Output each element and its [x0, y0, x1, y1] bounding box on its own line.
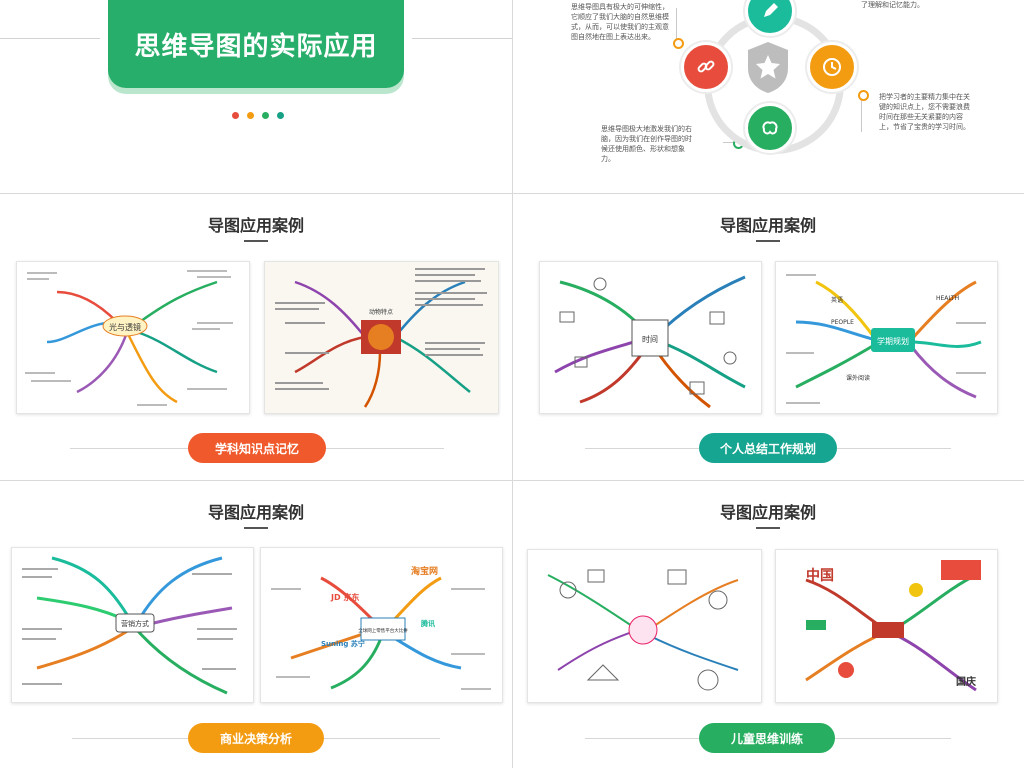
title-underline — [756, 240, 780, 242]
mindmap-image-drawing[interactable] — [527, 549, 762, 703]
brand-jd: JD 京东 — [330, 592, 359, 602]
slide-title[interactable]: 思维导图的实际应用 — [0, 0, 512, 193]
text-top-left: 思维导图具有极大的可伸缩性，它顺应了我们大脑的自然思维模式，从而，可以使我们的主… — [571, 3, 669, 41]
pencil-icon — [764, 3, 778, 17]
slide-case-children[interactable]: 导图应用案例 中国 国庆 — [513, 481, 1024, 768]
mindmap-center-label: 全球网上零售平台大比拼 — [358, 627, 408, 634]
text-top-right: 了理解和记忆能力。 — [861, 1, 924, 9]
category-button[interactable]: 个人总结工作规划 — [699, 433, 837, 463]
mindmap-center-label: 时间 — [642, 334, 658, 344]
text-bottom-left: 思维导图极大地激发我们的右脑，因为我们在创作导图的时候还使用颜色、形状和想象力。 — [601, 125, 692, 163]
mindmap-center-label: 学期规划 — [877, 336, 909, 346]
mindmap-image-time[interactable]: 时间 — [539, 261, 762, 414]
star-shield-icon — [748, 42, 788, 93]
decor-line-left — [0, 38, 100, 39]
brand-suning: Suning 苏宁 — [321, 639, 365, 648]
node-clock[interactable] — [807, 42, 857, 92]
title-underline — [244, 527, 268, 529]
connector-bottom-left — [723, 142, 737, 143]
connector-pin-right — [858, 90, 869, 101]
dot-green — [262, 112, 269, 119]
case-title: 导图应用案例 — [719, 503, 816, 522]
pill-line-right — [324, 738, 440, 739]
slide-diagram[interactable]: 思维导图具有极大的可伸缩性，它顺应了我们大脑的自然思维模式，从而，可以使我们的主… — [513, 0, 1024, 193]
pill-line-right — [835, 738, 951, 739]
section-title: 思维导图的实际应用 — [108, 0, 404, 88]
mindmap-center-label: 营销方式 — [121, 619, 149, 628]
mindmap-center-label: 动物特点 — [369, 308, 393, 316]
connector-top-left — [676, 8, 677, 42]
slide-case-planning[interactable]: 导图应用案例 时间 — [513, 194, 1024, 480]
brain-icon — [762, 121, 778, 135]
mindmap-image-optics[interactable]: 光与透镜 — [16, 261, 250, 414]
dot-teal — [277, 112, 284, 119]
mindmap-center-label: 光与透镜 — [109, 322, 141, 332]
connector-pin-top-left — [673, 38, 684, 49]
horizontal-divider-1 — [0, 193, 1024, 194]
china-label: 中国 — [806, 567, 834, 584]
pill-line-left — [585, 448, 699, 449]
pagination-dots — [232, 112, 284, 119]
link-icon — [697, 60, 715, 73]
node-link[interactable] — [681, 42, 731, 92]
case-title: 导图应用案例 — [207, 216, 304, 235]
category-button[interactable]: 商业决策分析 — [188, 723, 324, 753]
node-brain[interactable] — [745, 103, 795, 153]
title-underline — [244, 240, 268, 242]
mindmap-image-semester[interactable]: 学期规划 英语 PEOPLE HEALTH 课外阅读 — [775, 261, 998, 414]
pill-line-left — [70, 448, 188, 449]
brand-taobao: 淘宝网 — [411, 565, 438, 577]
clock-icon — [823, 58, 841, 76]
text-right: 把学习者的主要精力集中在关键的知识点上，您不需要浪费时间在那些无关紧要的内容上，… — [879, 93, 970, 131]
pill-line-right — [837, 448, 951, 449]
category-button[interactable]: 学科知识点记忆 — [188, 433, 326, 463]
title-underline — [756, 527, 780, 529]
slide-case-subject[interactable]: 导图应用案例 光与透镜 — [0, 194, 512, 480]
dot-orange — [247, 112, 254, 119]
case-title: 导图应用案例 — [207, 503, 304, 522]
mindmap-tag-english: 英语 — [831, 296, 843, 304]
mindmap-tag-health: HEALTH — [936, 295, 959, 302]
slide-case-business[interactable]: 导图应用案例 营销方式 — [0, 481, 512, 768]
mindmap-image-animals[interactable]: 动物特点 — [264, 261, 499, 414]
connector-right — [861, 92, 862, 132]
category-button[interactable]: 儿童思维训练 — [699, 723, 835, 753]
horizontal-divider-2 — [0, 480, 1024, 481]
pill-line-left — [72, 738, 188, 739]
dot-red — [232, 112, 239, 119]
pill-line-left — [585, 738, 701, 739]
mindmap-tag-people: PEOPLE — [831, 319, 854, 326]
decor-line-right — [412, 38, 512, 39]
case-title: 导图应用案例 — [719, 216, 816, 235]
national-day-label: 国庆 — [956, 675, 976, 688]
node-pencil[interactable] — [745, 0, 795, 36]
brand-tencent: 腾讯 — [420, 619, 435, 628]
vertical-divider — [512, 0, 513, 768]
mindmap-image-ecommerce[interactable]: 全球网上零售平台大比拼 淘宝网 JD 京东 Suning 苏宁 腾讯 — [260, 547, 503, 703]
mindmap-image-marketing[interactable]: 营销方式 — [11, 547, 254, 703]
mindmap-image-national-day[interactable]: 中国 国庆 — [775, 549, 998, 703]
mindmap-tag-reading: 课外阅读 — [846, 374, 870, 382]
pill-line-right — [326, 448, 444, 449]
